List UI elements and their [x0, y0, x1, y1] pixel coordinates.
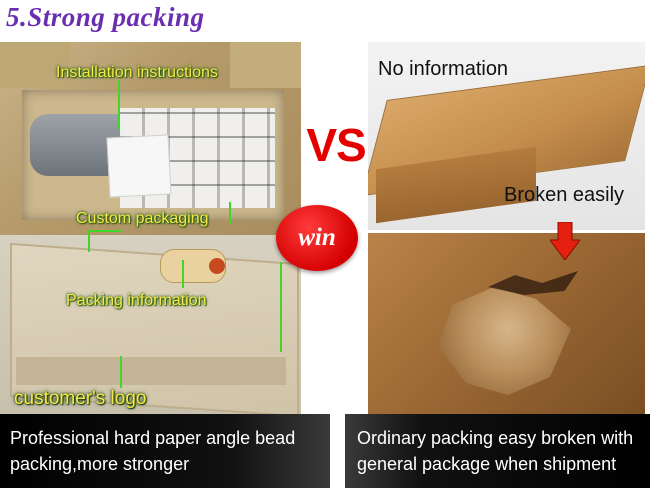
installation-instructions-label: Installation instructions	[56, 64, 218, 81]
down-arrow-icon	[550, 222, 580, 260]
win-badge-text: win	[298, 224, 336, 251]
ordinary-packing-photo: No information Broken easily	[368, 42, 645, 414]
right-caption-line-2: general package when shipment	[357, 454, 617, 474]
torn-cardboard	[438, 287, 571, 395]
lead-line	[182, 260, 184, 288]
win-badge: win	[276, 205, 358, 271]
box-flap	[230, 42, 301, 88]
left-caption-line-1: Professional hard paper angle bead	[10, 428, 296, 448]
instruction-leaflet	[106, 134, 172, 198]
lead-line	[280, 262, 282, 352]
left-caption: Professional hard paper angle bead packi…	[0, 414, 330, 488]
damaged-carton-photo	[368, 233, 645, 414]
left-caption-line-2: packing,more stronger	[10, 454, 190, 474]
customer-logo-label: customer's logo	[14, 388, 147, 409]
box-flap	[0, 42, 70, 88]
broken-easily-label: Broken easily	[504, 184, 625, 206]
page-title: 5.Strong packing	[6, 2, 205, 32]
packing-information-label: Packing information	[66, 292, 207, 309]
closed-box-photo	[0, 235, 301, 414]
case-side-panel	[16, 355, 286, 385]
packing-info-tag	[160, 249, 226, 283]
plain-carton-photo	[368, 42, 645, 232]
right-caption-line-1: Ordinary packing easy broken with	[357, 428, 634, 448]
right-caption: Ordinary packing easy broken with genera…	[345, 414, 650, 488]
no-information-label: No information	[378, 58, 509, 80]
lead-line	[229, 202, 231, 224]
lead-line	[120, 356, 122, 388]
open-box-photo	[0, 42, 301, 235]
photo-divider	[368, 230, 645, 233]
strong-packing-photo: Installation instructions Custom packagi…	[0, 42, 301, 414]
seal-icon	[209, 258, 225, 274]
vs-label: VS	[306, 119, 366, 171]
lead-line	[118, 80, 120, 130]
lead-line	[90, 230, 122, 232]
lead-line	[88, 230, 90, 252]
custom-packaging-label: Custom packaging	[76, 210, 209, 227]
